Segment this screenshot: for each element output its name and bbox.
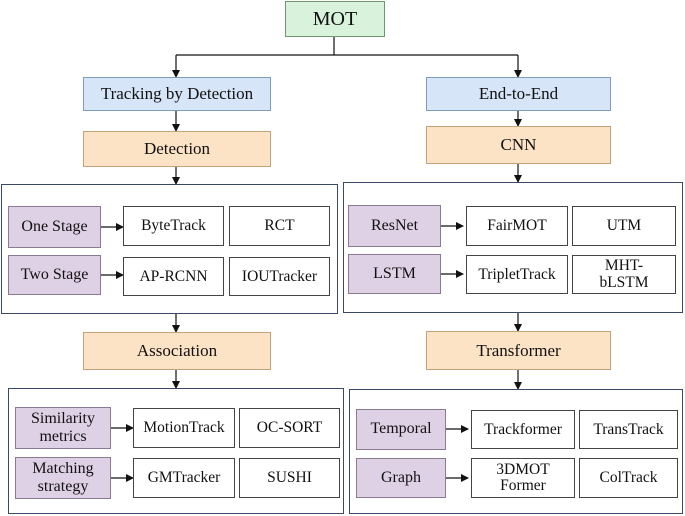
- method-ap-rcnn: AP-RCNN: [123, 257, 224, 296]
- branch-end-to-end: End-to-End: [426, 77, 611, 111]
- category-two-stage: Two Stage: [8, 255, 101, 295]
- category-graph: Graph: [356, 458, 446, 498]
- method-fairmot: FairMOT: [466, 206, 568, 246]
- group-association-methods: [8, 388, 344, 514]
- method-transtrack: TransTrack: [579, 410, 678, 449]
- category-resnet: ResNet: [348, 205, 441, 247]
- category-lstm: LSTM: [348, 254, 441, 294]
- branch-tracking-by-detection: Tracking by Detection: [83, 77, 271, 111]
- method-motiontrack: MotionTrack: [133, 408, 235, 448]
- stage-detection: Detection: [83, 131, 271, 167]
- stage-transformer: Transformer: [426, 331, 611, 370]
- category-matching-strategy: Matching strategy: [15, 457, 111, 499]
- stage-association: Association: [83, 332, 271, 370]
- method-trackformer: Trackformer: [471, 410, 575, 449]
- category-similarity-metrics: Similarity metrics: [15, 407, 111, 449]
- group-detection-methods: [1, 184, 338, 314]
- category-one-stage: One Stage: [8, 206, 101, 248]
- category-temporal: Temporal: [356, 409, 446, 450]
- method-mht-blstm: MHT-bLSTM: [572, 255, 676, 294]
- method-oc-sort: OC-SORT: [239, 408, 340, 448]
- method-sushi: SUSHI: [239, 458, 340, 498]
- group-transformer-methods: [349, 389, 683, 514]
- group-cnn-methods: [343, 182, 683, 313]
- method-3dmot-former: 3DMOT Former: [471, 458, 575, 498]
- method-utm: UTM: [572, 206, 676, 246]
- stage-cnn: CNN: [426, 126, 611, 164]
- method-rct: RCT: [229, 206, 330, 246]
- method-ioutracker: IOUTracker: [229, 257, 330, 296]
- root-node: MOT: [285, 1, 385, 37]
- method-gmtracker: GMTracker: [133, 458, 235, 498]
- method-bytetrack: ByteTrack: [123, 206, 224, 246]
- method-coltrack: ColTrack: [579, 458, 678, 498]
- method-triplettrack: TripletTrack: [466, 255, 568, 294]
